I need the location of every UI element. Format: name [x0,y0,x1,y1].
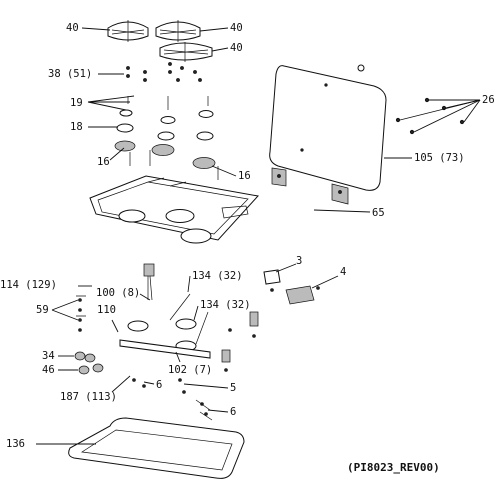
leader-59b [51,309,79,321]
leader-134b [193,305,199,321]
switch-3 [263,269,281,292]
callout-6a: 6 [156,379,162,391]
leader-134a [187,275,191,293]
leader-16a [109,147,125,161]
callout-46: 46 [42,364,55,376]
leader-19c [87,101,127,111]
callout-16b: 16 [238,170,251,182]
callout-136: 136 [6,438,25,450]
callout-16a: 16 [97,156,110,168]
screw-set-38 [126,62,202,82]
callout-38: 38 (51) [48,68,92,80]
callout-40c: 40 [230,42,243,54]
leader-59a [51,299,79,311]
callout-26: 26 [482,94,495,106]
callout-110: 110 [97,304,116,316]
callout-19: 19 [70,97,83,109]
fasteners [132,378,213,421]
thermocouple-parts [221,311,259,372]
callout-59: 59 [36,304,49,316]
callout-105: 105 (73) [414,152,465,164]
leader-110 [111,319,119,333]
hinge-right [331,183,349,205]
leader-19a [87,95,135,103]
pan-support-right [155,20,201,42]
callout-5: 5 [230,382,236,394]
gas-manifold [119,263,211,359]
hinge-screw-26 [357,64,365,72]
leader-16b [211,165,237,177]
hob-tray [89,175,259,244]
pan-support-left [107,20,149,42]
callout-4: 4 [340,266,346,278]
leader-26e [463,99,481,123]
callout-134b: 134 (32) [200,299,251,311]
leader-100 [139,293,151,301]
leader-102 [175,351,181,363]
leader-65 [313,209,371,213]
control-knobs [74,351,104,375]
hinge-left [271,167,287,187]
leader-5 [183,383,229,389]
callout-187: 187 (113) [60,391,117,403]
callout-134a: 134 (32) [192,270,243,282]
leader-3 [275,263,297,273]
lid-fixings-26 [395,97,465,135]
leader-26c [445,99,481,109]
callout-34: 34 [42,350,55,362]
callout-102: 102 (7) [168,364,212,376]
leader-4 [311,275,339,289]
leader-26d [413,99,481,133]
callout-100: 100 (8) [96,287,140,299]
leader-6a [143,381,155,385]
callout-18: 18 [70,121,83,133]
callout-6b: 6 [230,406,236,418]
leader-6b [207,409,229,413]
burner-bodies [114,140,219,180]
leader-40b [199,27,229,32]
drawing-reference: (PI8023_REV00) [347,461,440,474]
burner-caps [116,96,214,141]
callout-40b: 40 [230,22,243,34]
seal-gasket-136 [68,417,245,479]
callout-3: 3 [296,255,302,267]
spindle-set-59 [76,295,86,332]
leader-40a [81,27,111,31]
callout-114: 114 (129) [0,279,57,291]
callout-40a: 40 [66,22,79,34]
callout-65: 65 [372,207,385,219]
glass-lid [269,65,387,191]
leader-187 [111,375,131,393]
switch-housing-4 [285,285,320,305]
pan-support-rear [159,42,213,62]
leader-40c [211,47,229,52]
